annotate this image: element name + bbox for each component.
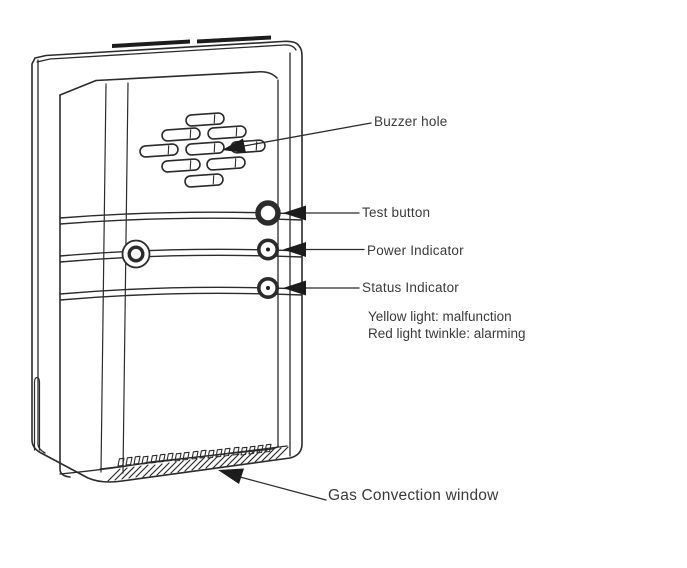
top-slot-vents — [112, 35, 271, 48]
gas-convection-window — [99, 445, 289, 482]
note-yellow-light: Yellow light: malfunction — [368, 309, 512, 324]
power-indicator-label: Power Indicator — [367, 243, 464, 258]
test-button-leader-arrow — [283, 205, 360, 221]
status-indicator-label: Status Indicator — [362, 280, 460, 295]
arrowhead-icon — [218, 468, 244, 484]
arrowhead-icon — [283, 205, 306, 221]
bottom-vent-slots — [117, 443, 272, 467]
arrowhead-icon — [283, 280, 306, 296]
side-notch — [33, 376, 41, 451]
gas-window-leader-arrow — [218, 468, 327, 501]
status-indicator-leader-arrow — [283, 280, 360, 296]
buzzer-hole-grille — [139, 112, 266, 188]
buzzer-hole-leader-arrow — [222, 122, 372, 153]
note-red-light: Red light twinkle: alarming — [368, 326, 526, 341]
indicator-notes: Yellow light: malfunction Red light twin… — [368, 308, 526, 342]
front-panel-circle — [121, 239, 151, 269]
power-indicator-leader-arrow — [283, 242, 365, 257]
arrowhead-icon — [283, 242, 306, 257]
status-indicator-led — [256, 276, 279, 299]
test-button-label: Test button — [362, 205, 431, 220]
power-indicator-led — [256, 238, 279, 261]
buzzer-hole-label: Buzzer hole — [374, 114, 448, 129]
gas-window-label: Gas Convection window — [328, 487, 499, 504]
device-body-outline — [31, 40, 303, 483]
test-button-circle — [255, 200, 281, 226]
arrowhead-icon — [222, 138, 246, 153]
